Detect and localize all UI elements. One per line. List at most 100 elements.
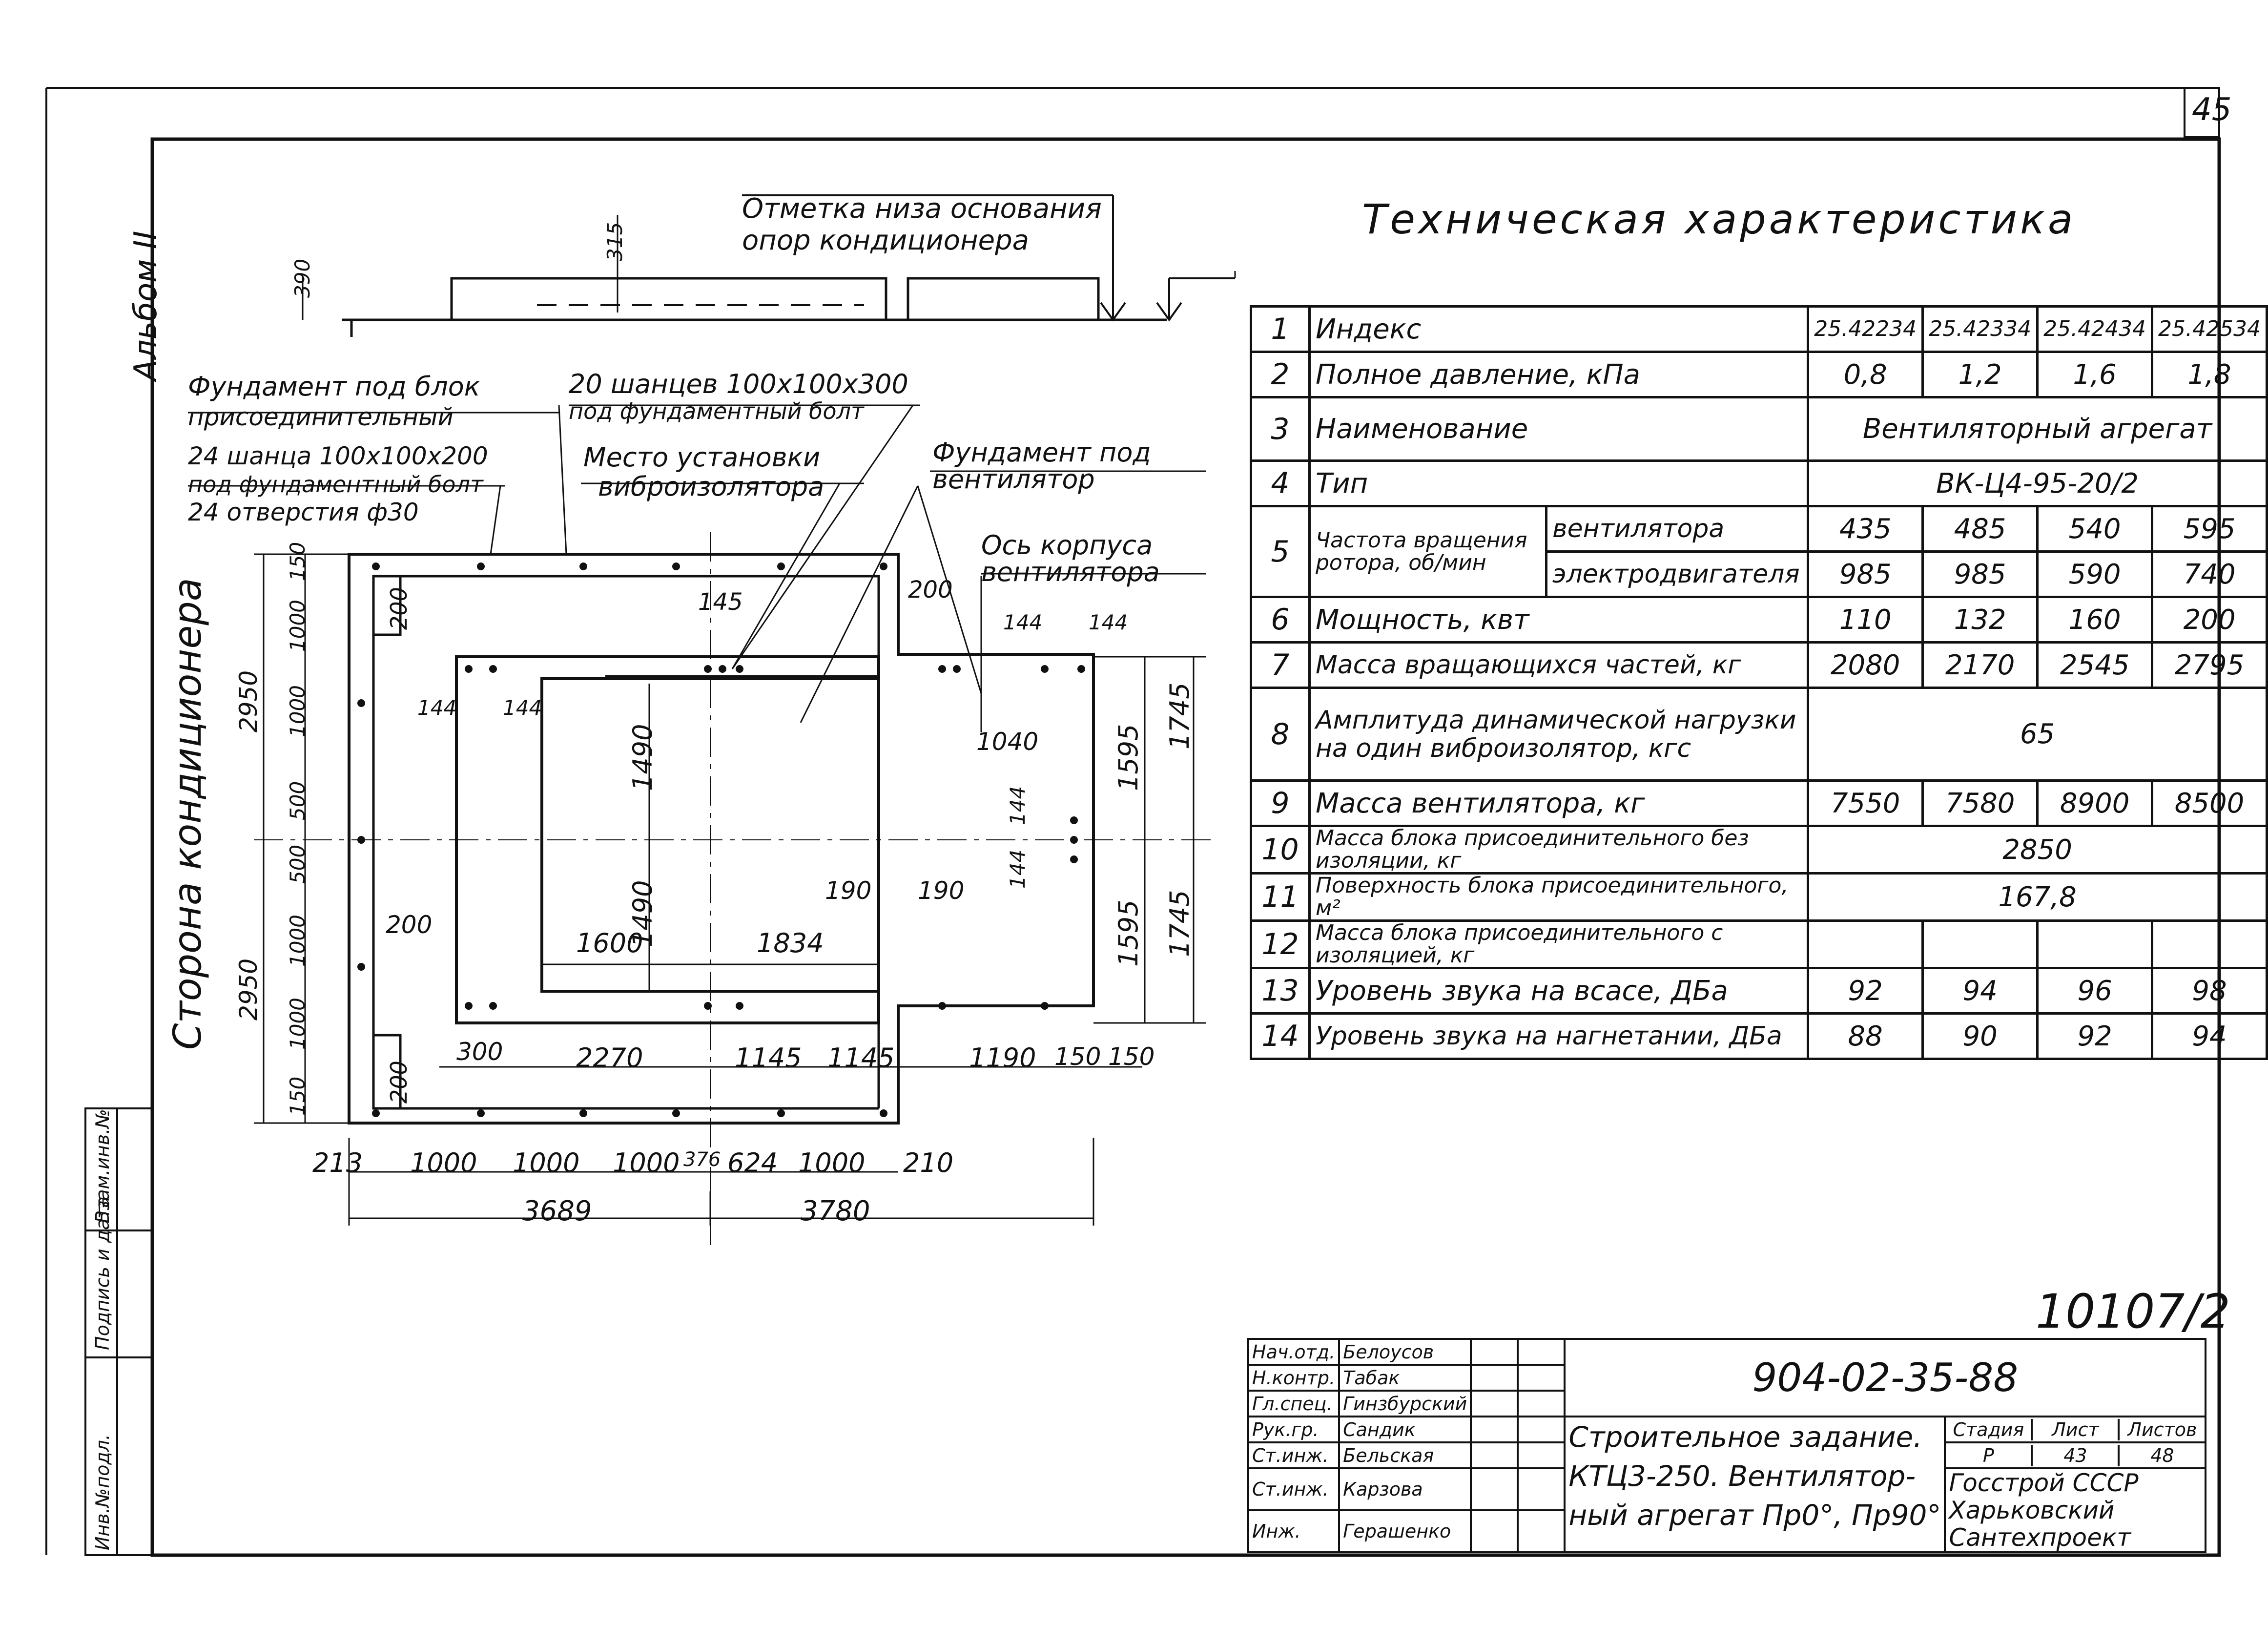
- dim-bottom-1000c: 1000: [613, 1147, 680, 1178]
- callout-fan-foundation-2: вентилятор: [932, 464, 1095, 495]
- table-row: Ст.инж. Карзова Госстрой СССР Харьковски…: [1247, 1467, 2207, 1553]
- sheet-description: Строительное задание. КТЦ3-250. Вентилят…: [1564, 1416, 1946, 1553]
- callout-base-mark-2: опор кондиционера: [742, 225, 1029, 256]
- dim-2270: 2270: [576, 1042, 643, 1073]
- spec-table: 1 Индекс 25.42234 25.42334 25.42434 25.4…: [1250, 305, 2268, 1060]
- table-row: 14 Уровень звука на нагнетании, ДБа 88 9…: [1250, 1012, 2268, 1060]
- dim-1490-a: 1490: [627, 724, 658, 791]
- table-row: Инж. Герашенко: [1247, 1509, 2206, 1553]
- dim-bottom-1000d: 1000: [798, 1147, 866, 1178]
- anchor-holes: [357, 563, 1085, 1117]
- dim-bottom-624: 624: [727, 1147, 778, 1178]
- table-row: 10 Масса блока присоединительного без из…: [1250, 825, 2268, 875]
- dim-144-f: 144: [1006, 849, 1030, 889]
- table-row: 4 Тип ВК-Ц4-95-20/2: [1250, 459, 2268, 507]
- stage-label: Стадия: [1946, 1418, 2033, 1440]
- callout-foundation-block-2: присоединительный: [188, 403, 454, 431]
- dim-144-c: 144: [417, 696, 457, 720]
- side-label: Сторона кондиционера: [166, 578, 210, 1050]
- dim-150-b: 150: [1108, 1042, 1155, 1071]
- table-row: 8 Амплитуда динамической нагрузки на оди…: [1250, 687, 2268, 782]
- dim-1600: 1600: [576, 928, 643, 958]
- dim-1745-a: 1745: [1164, 682, 1195, 750]
- dim-190-a: 190: [825, 876, 872, 905]
- dim-bottom-213: 213: [312, 1147, 363, 1178]
- margin-stamp-replace: Взам.инв.№: [92, 1109, 113, 1223]
- dim-left-2950-bot: 2950: [234, 958, 263, 1021]
- table-row: Н.контр. Табак: [1247, 1364, 2206, 1392]
- dim-315: 315: [603, 222, 627, 261]
- sheet-value: 43: [2033, 1444, 2120, 1466]
- dim-1595-b: 1595: [1113, 899, 1144, 967]
- table-row: 1 Индекс 25.42234 25.42334 25.42434 25.4…: [1250, 305, 2268, 353]
- dim-190-b: 190: [918, 876, 965, 905]
- callout-anchors24-3: 24 отверстия ф30: [188, 498, 419, 526]
- table-row: 5 Частота вращения ротора, об/мин вентил…: [1250, 505, 2268, 598]
- dim-1145-b: 1145: [827, 1042, 895, 1073]
- elevation-view: [302, 194, 1235, 337]
- dim-1834: 1834: [757, 928, 824, 958]
- table-row: 13 Уровень звука на всасе, ДБа 92 94 96 …: [1250, 967, 2268, 1015]
- callout-axis-1: Ось корпуса: [981, 530, 1153, 561]
- callout-isolator-1: Место установки: [583, 442, 821, 473]
- dim-144-d: 144: [503, 696, 542, 720]
- dim-200-a: 200: [908, 576, 953, 604]
- dim-200-d: 200: [386, 1061, 412, 1104]
- page-number-box: [2184, 87, 2220, 138]
- table-row: 12 Масса блока присоединительного с изол…: [1250, 919, 2268, 969]
- dim-left-500b: 500: [286, 844, 309, 884]
- table-row: Нач.отд. Белоусов 904-02-35-88: [1247, 1338, 2207, 1417]
- stage-value: Р: [1946, 1444, 2033, 1466]
- dim-left-1000c: 1000: [286, 915, 309, 967]
- callout-fan-foundation-1: Фундамент под: [932, 437, 1151, 468]
- table-row: 11 Поверхность блока присоединительного,…: [1250, 872, 2268, 922]
- sheets-value: 48: [2150, 1444, 2174, 1466]
- table-row: Ст.инж. Бельская Р 43 48: [1247, 1441, 2207, 1469]
- table-row: 7 Масса вращающихся частей, кг 2080 2170…: [1250, 641, 2268, 689]
- table-row: 3 Наименование Вентиляторный агрегат: [1250, 396, 2268, 462]
- dim-left-150a: 150: [286, 542, 309, 581]
- dim-left-2950-top: 2950: [234, 670, 263, 732]
- table-row: Рук.гр. Сандик Строительное задание. КТЦ…: [1247, 1416, 2207, 1553]
- dim-left-1000d: 1000: [286, 998, 309, 1050]
- dim-200-b: 200: [386, 587, 412, 630]
- dim-144-e: 144: [1006, 786, 1030, 825]
- dim-1190: 1190: [969, 1042, 1036, 1073]
- table-row: 6 Мощность, квт 110 132 160 200: [1250, 596, 2268, 644]
- table-row: Гл.спец. Гинзбурский: [1247, 1390, 2206, 1417]
- callout-anchors20-2: под фундаментный болт: [569, 398, 864, 424]
- dim-1745-b: 1745: [1164, 890, 1195, 957]
- dim-1040: 1040: [976, 728, 1039, 756]
- callout-isolator-2: виброизолятора: [598, 471, 825, 502]
- callout-anchors20-1: 20 шанцев 100x100x300: [569, 369, 908, 399]
- sheets-label: Листов: [2127, 1418, 2197, 1440]
- dim-144-a: 144: [1003, 610, 1043, 634]
- dim-left-500a: 500: [286, 781, 309, 820]
- dim-bottom-376: 376: [683, 1148, 721, 1171]
- plan-view: [188, 271, 1236, 1245]
- page-number: 45: [2192, 92, 2232, 128]
- callout-foundation-block-1: Фундамент под блок: [188, 371, 480, 402]
- dim-200-c: 200: [386, 911, 433, 939]
- dim-bottom-3780: 3780: [801, 1195, 870, 1227]
- dim-150-a: 150: [1054, 1042, 1101, 1071]
- stamp-number: 10107/2: [2036, 1284, 2230, 1339]
- table-row: 2 Полное давление, кПа 0,8 1,2 1,6 1,8: [1250, 351, 2268, 398]
- dim-1595-a: 1595: [1113, 724, 1144, 791]
- dim-144-b: 144: [1089, 610, 1128, 634]
- dim-390: 390: [290, 258, 314, 298]
- callout-base-mark-1: Отметка низа основания: [742, 193, 1102, 225]
- dim-145: 145: [698, 588, 743, 616]
- sheet-label: Лист: [2033, 1418, 2120, 1440]
- dim-bottom-1000b: 1000: [513, 1147, 580, 1178]
- dim-left-150b: 150: [286, 1076, 309, 1116]
- spec-title: Техническая характеристика: [1362, 195, 2076, 243]
- album-label: Альбом II: [128, 230, 164, 381]
- dim-1145-a: 1145: [735, 1042, 802, 1073]
- dim-300: 300: [456, 1038, 503, 1066]
- margin-stamp-inv: Инв.№подл.: [92, 1434, 113, 1550]
- margin-stamp-box: [84, 1107, 153, 1556]
- table-row: электродвигателя 985 985 590 740: [1251, 550, 2268, 598]
- dim-bottom-1000a: 1000: [410, 1147, 477, 1178]
